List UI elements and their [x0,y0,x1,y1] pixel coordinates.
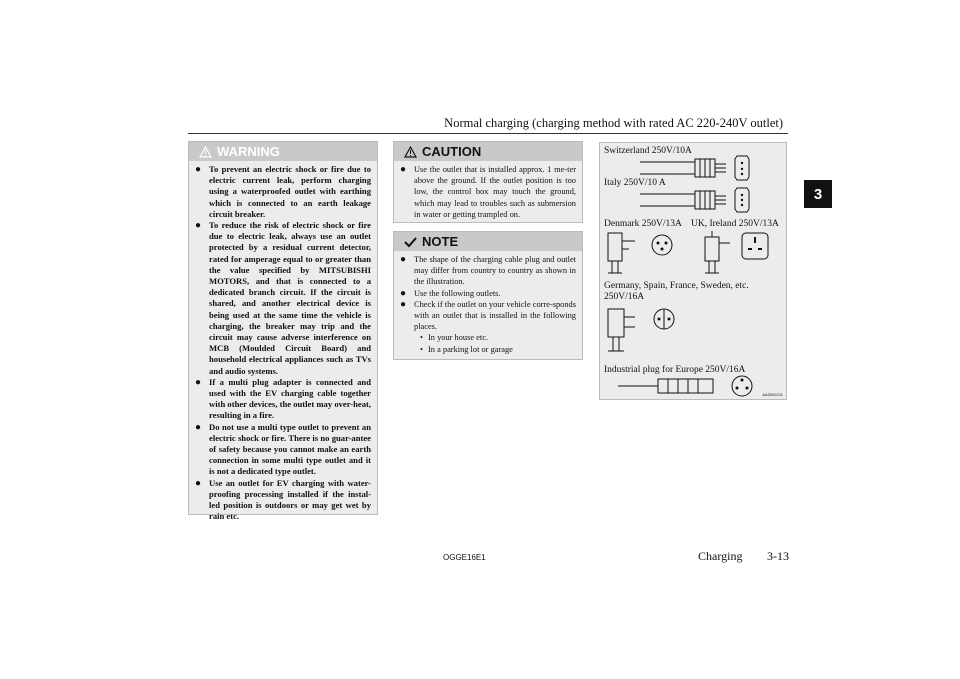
footer-code: OGGE16E1 [443,553,486,562]
note-list: The shape of the charging cable plug and… [394,251,582,359]
warning-item: To reduce the risk of electric shock or … [195,220,371,377]
note-sublist: In your house etc. In a parking lot or g… [414,332,576,355]
label-denmark: Denmark 250V/13A [604,219,682,229]
germany-outlet-icon [653,308,675,330]
chapter-tab: 3 [804,180,832,208]
denmark-outlet-icon [651,234,673,256]
caution-triangle-icon [404,145,417,158]
check-icon [404,236,417,248]
switzerland-plug-icon [640,158,726,178]
note-title: NOTE [422,234,459,249]
warning-box: WARNING To prevent an electric shock or … [188,141,378,521]
warning-title: WARNING [217,144,280,159]
label-uk: UK, Ireland 250V/13A [691,219,779,229]
footer-page-number: 3-13 [767,549,789,563]
italy-outlet-icon [734,187,750,213]
label-italy: Italy 250V/10 A [604,178,666,188]
caution-item: Use the outlet that is installed approx.… [400,164,576,220]
warning-list: To prevent an electric shock or fire due… [189,161,377,527]
note-item: Use the following outlets. [400,288,576,299]
plug-illustration: Switzerland 250V/10A Italy 250V/10 A Den… [599,142,787,400]
uk-outlet-icon [741,232,769,260]
switzerland-outlet-icon [734,155,750,181]
note-subitem: In your house etc. [420,332,576,343]
caution-title: CAUTION [422,144,482,159]
label-industrial: Industrial plug for Europe 250V/16A [604,365,746,375]
note-subitem: In a parking lot or garage [420,344,576,355]
label-germany: Germany, Spain, France, Sweden, etc. [604,281,749,291]
denmark-plug-icon [607,232,635,274]
note-item: The shape of the charging cable plug and… [400,254,576,288]
caution-header: CAUTION [394,142,582,161]
note-header: NOTE [394,232,582,251]
uk-plug-icon [704,231,730,274]
italy-plug-icon [640,190,726,210]
germany-plug-icon [607,308,635,352]
industrial-outlet-icon [731,375,753,397]
label-germany-rating: 250V/16A [604,292,645,302]
warning-item: To prevent an electric shock or fire due… [195,164,371,220]
label-switzerland: Switzerland 250V/10A [604,146,692,156]
illustration-code: AA2002211 [762,392,783,397]
page-header-title: Normal charging (charging method with ra… [444,116,783,130]
note-box: NOTE The shape of the charging cable plu… [393,231,583,360]
warning-triangle-icon [199,145,212,158]
warning-item: If a multi plug adapter is connected and… [195,377,371,422]
industrial-plug-icon [618,378,714,394]
warning-item: Use an outlet for EV charging with water… [195,478,371,523]
footer-section: Charging [698,549,743,563]
caution-list: Use the outlet that is installed approx.… [394,161,582,224]
note-item: Check if the outlet on your vehicle corr… [400,299,576,355]
header-rule [188,133,788,134]
warning-header: WARNING [189,142,377,161]
caution-box: CAUTION Use the outlet that is installed… [393,141,583,223]
warning-item: Do not use a multi type outlet to preven… [195,422,371,478]
